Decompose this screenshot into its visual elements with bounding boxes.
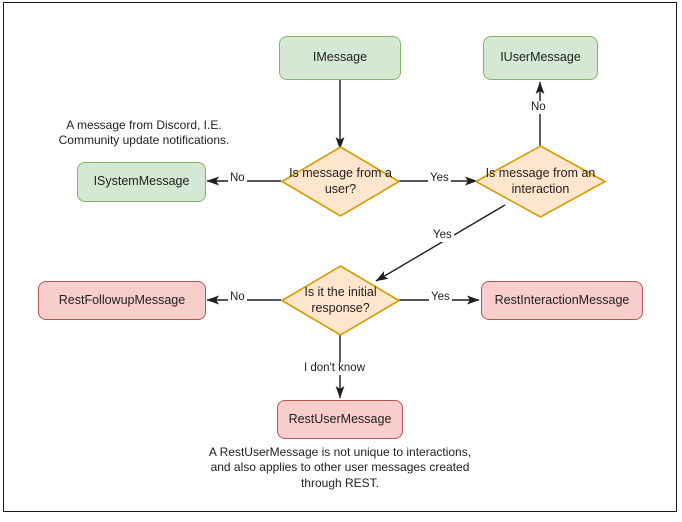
node-is-it-the-initial-response[interactable]: Is it the initial response? (281, 265, 400, 336)
node-iusermessage-label: IUserMessage (500, 50, 581, 65)
node-isystemmessage-label: ISystemMessage (93, 174, 190, 189)
node-imessage-label: IMessage (312, 50, 368, 65)
note-system-message: A message from Discord, I.E. Community u… (58, 118, 230, 148)
diamond-shape-initial-response-question (281, 265, 400, 336)
node-imessage[interactable]: IMessage (279, 36, 401, 80)
node-is-message-from-an-interaction-label: Is message from an interaction (485, 166, 596, 196)
edge-label-user-question-no: No (228, 172, 247, 185)
node-restinteractionmessage[interactable]: RestInteractionMessage (481, 281, 643, 320)
node-is-message-from-a-user[interactable]: Is message from a user? (281, 146, 400, 217)
node-is-it-the-initial-response-label: Is it the initial response? (304, 285, 377, 315)
diamond-shape-user-question (281, 146, 400, 217)
edge-label-interaction-question-yes: Yes (431, 229, 454, 242)
node-iusermessage[interactable]: IUserMessage (483, 36, 598, 80)
node-restfollowupmessage[interactable]: RestFollowupMessage (38, 281, 206, 320)
node-restusermessage-label: RestUserMessage (288, 411, 392, 426)
node-is-message-from-a-user-label: Is message from a user? (289, 166, 392, 196)
edge-label-initial-response-no: No (228, 291, 247, 304)
note-rest-user-message: A RestUserMessage is not unique to inter… (208, 445, 472, 490)
node-isystemmessage[interactable]: ISystemMessage (77, 162, 206, 202)
node-restinteractionmessage-label: RestInteractionMessage (494, 292, 630, 307)
edge-label-initial-response-yes: Yes (429, 291, 452, 304)
diamond-shape-interaction-question (475, 145, 606, 218)
edge-label-initial-response-unknown: I don't know (302, 362, 368, 375)
edge-label-interaction-question-no: No (529, 101, 548, 114)
edge-label-user-question-yes: Yes (428, 172, 451, 185)
node-restusermessage[interactable]: RestUserMessage (277, 400, 403, 439)
node-is-message-from-an-interaction[interactable]: Is message from an interaction (475, 145, 606, 218)
node-restfollowupmessage-label: RestFollowupMessage (58, 292, 186, 307)
